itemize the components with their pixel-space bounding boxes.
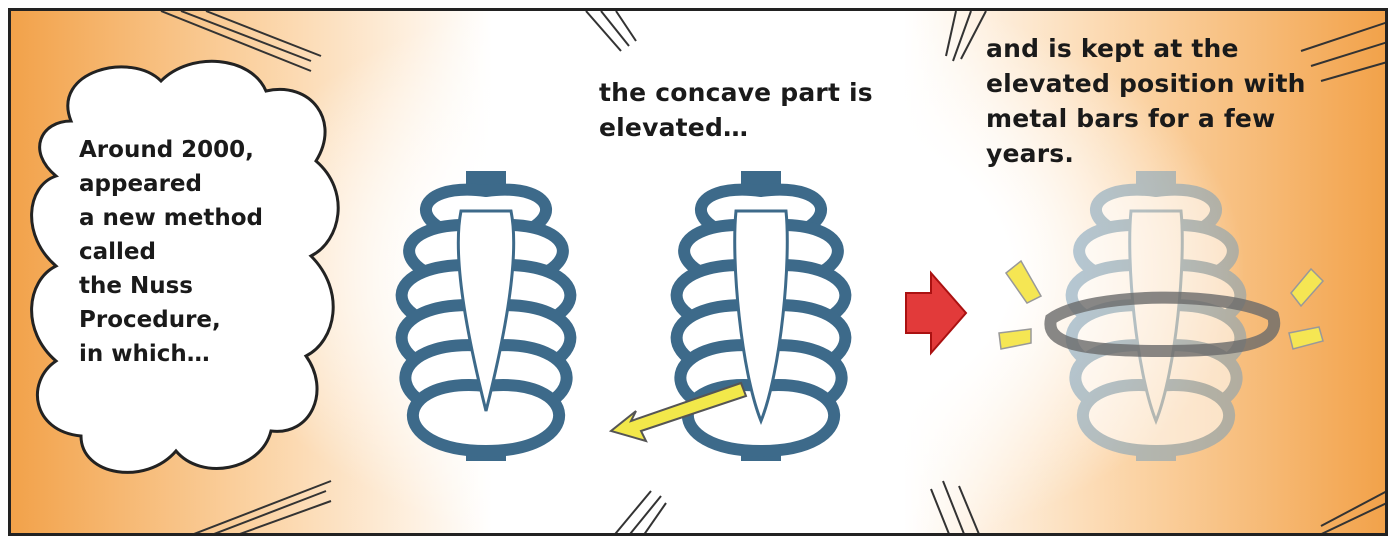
red-right-arrow-icon <box>906 273 966 353</box>
comic-panel: Around 2000, appeared a new method calle… <box>8 8 1388 536</box>
ribcage-elevated-icon <box>677 171 846 461</box>
caption-middle: the concave part is elevated… <box>599 75 929 145</box>
ribcage-with-bar-icon <box>1072 171 1241 461</box>
ribcage-concave-icon <box>402 171 571 461</box>
speech-bubble-text: Around 2000, appeared a new method calle… <box>79 133 319 371</box>
caption-right: and is kept at the elevated position wit… <box>986 31 1346 171</box>
